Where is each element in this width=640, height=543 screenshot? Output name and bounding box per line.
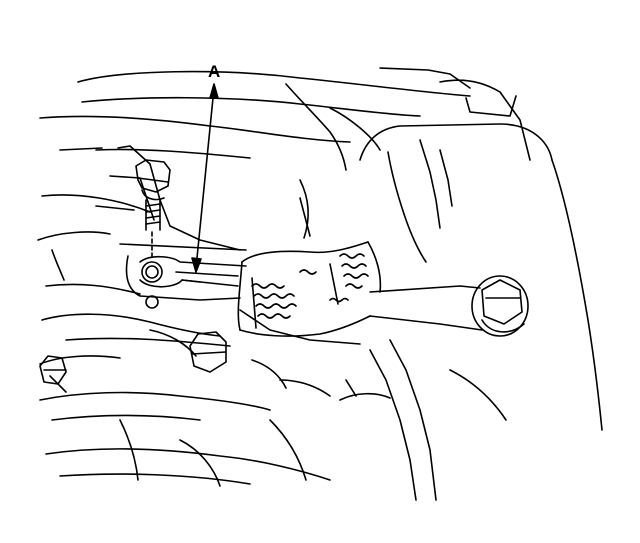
extension-rod (370, 286, 482, 330)
callout-label-a: A (208, 62, 221, 81)
mounting-bracket (96, 146, 246, 300)
left-small-nut (40, 356, 66, 384)
right-nut (472, 276, 528, 336)
bolt-holes (142, 262, 162, 308)
callout-leader (192, 84, 218, 272)
link-rod (140, 257, 246, 287)
lower-nut (190, 332, 226, 372)
bolt (136, 160, 170, 256)
rubber-boot (238, 242, 380, 336)
engine-body-outlines (38, 68, 602, 500)
